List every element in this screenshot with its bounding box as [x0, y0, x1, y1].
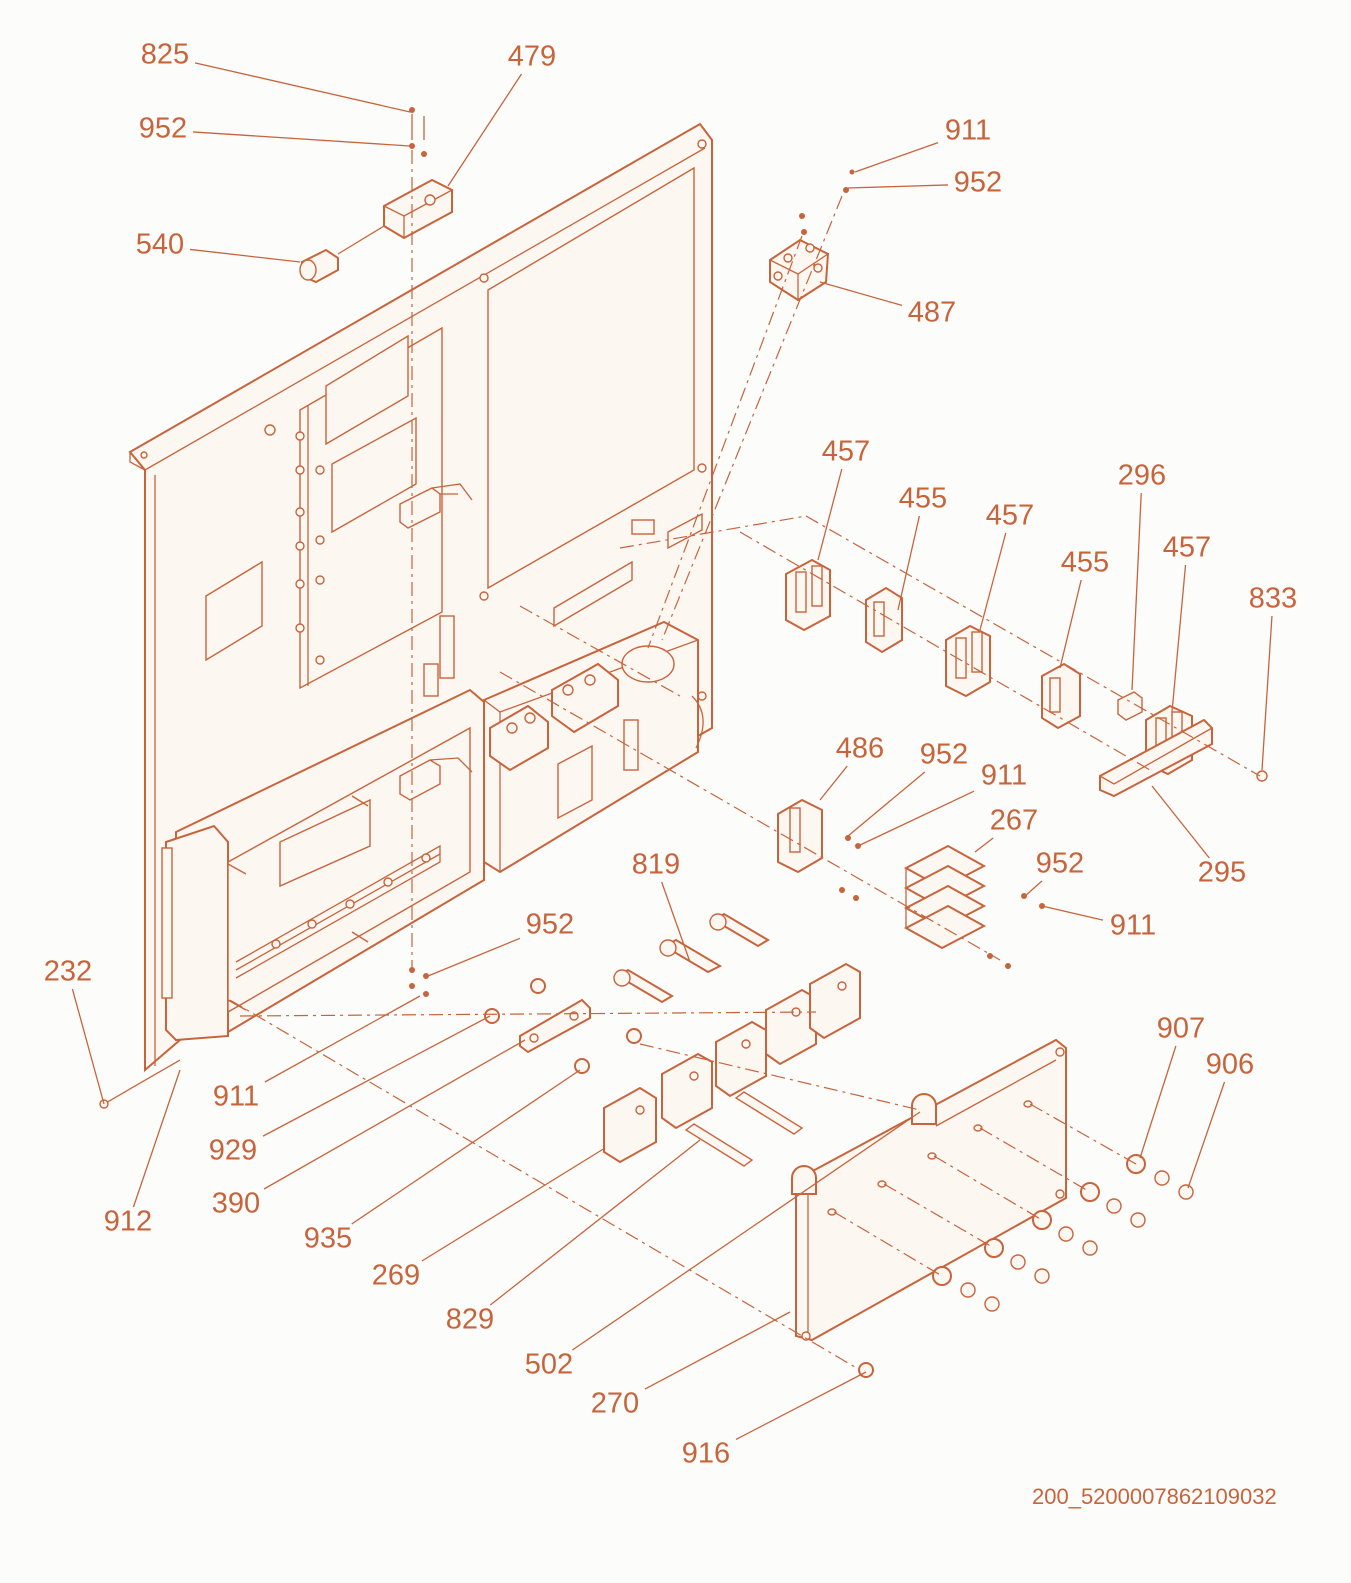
leader-952	[192, 131, 411, 147]
callout-952: 952	[1036, 848, 1084, 880]
callout-455: 455	[899, 483, 947, 515]
leader-952	[847, 184, 949, 189]
leader-825	[194, 62, 411, 113]
assembly-lines	[229, 150, 1261, 1371]
leader-911	[857, 790, 975, 847]
relay-455-a	[865, 586, 903, 654]
callout-911: 911	[213, 1081, 259, 1113]
callout-825: 825	[141, 39, 189, 71]
leader-455	[897, 515, 920, 611]
callout-457: 457	[822, 436, 870, 468]
callout-935: 935	[304, 1223, 352, 1255]
junction-block	[299, 107, 453, 284]
callout-502: 502	[525, 1349, 573, 1381]
callout-906: 906	[1206, 1049, 1254, 1081]
leader-486	[819, 765, 848, 801]
callout-390: 390	[212, 1188, 260, 1220]
end-stop-296	[1117, 691, 1143, 721]
callout-833: 833	[1249, 583, 1297, 615]
leader-833	[1261, 615, 1273, 771]
leader-952	[427, 937, 521, 977]
callout-270: 270	[591, 1388, 639, 1420]
callout-232: 232	[44, 956, 92, 988]
callout-269: 269	[372, 1260, 420, 1292]
socket-enclosure	[483, 620, 704, 874]
spacer-rods-829	[684, 1091, 804, 1167]
front-plate-270	[791, 1038, 1067, 1342]
din-rail-295	[1099, 718, 1213, 798]
leader-296	[1131, 492, 1142, 691]
leader-916	[735, 1371, 867, 1441]
callout-829: 829	[446, 1304, 494, 1336]
leader-479	[447, 73, 523, 187]
bolts-819	[613, 912, 770, 1004]
callout-486: 486	[836, 733, 884, 765]
leader-952	[1024, 880, 1043, 897]
callout-929: 929	[209, 1135, 257, 1167]
callout-455: 455	[1061, 547, 1109, 579]
leader-270	[644, 1311, 791, 1390]
document-id: 200_5200007862109032	[1032, 1484, 1277, 1509]
callout-labels: 825 479 952 911 952 540 487 457 296 455 457 457 455 8…	[44, 39, 1297, 1470]
leader-907	[1139, 1045, 1177, 1159]
leader-912	[132, 1069, 181, 1208]
leader-911	[854, 142, 939, 173]
callout-457: 457	[986, 500, 1034, 532]
callout-296: 296	[1118, 460, 1166, 492]
callout-457: 457	[1163, 532, 1211, 564]
bracket-487	[769, 169, 855, 302]
leader-540	[189, 248, 301, 263]
leader-457	[817, 468, 843, 561]
leader-935	[351, 1069, 581, 1225]
callout-295: 295	[1198, 857, 1246, 889]
ground-fasteners	[99, 967, 429, 1109]
callout-912: 912	[104, 1206, 152, 1238]
leader-911	[1041, 905, 1104, 921]
leader-911	[264, 995, 421, 1083]
leader-457	[979, 532, 1007, 631]
lower-enclosure	[161, 688, 485, 1042]
heatsink-267	[903, 844, 1045, 969]
leader-829	[489, 1139, 701, 1306]
leader-390	[263, 1039, 526, 1190]
hinge-bolts	[295, 431, 325, 665]
callout-911: 911	[981, 760, 1027, 792]
callout-540: 540	[136, 229, 184, 261]
relay-486	[777, 798, 861, 901]
leader-952	[847, 771, 926, 837]
callout-916: 916	[682, 1438, 730, 1470]
callout-952: 952	[954, 167, 1002, 199]
leader-lines	[71, 62, 1273, 1441]
cable-gland	[299, 248, 339, 284]
leader-267	[974, 837, 994, 853]
callout-911: 911	[1110, 910, 1156, 942]
leader-295	[1151, 785, 1210, 859]
relay-457-a	[785, 558, 831, 632]
callout-911: 911	[945, 115, 991, 147]
callout-267: 267	[990, 805, 1038, 837]
leader-232	[71, 988, 105, 1105]
callout-819: 819	[632, 849, 680, 881]
relay-457-b	[945, 624, 991, 698]
leader-269	[421, 1147, 606, 1262]
callout-952: 952	[920, 739, 968, 771]
callout-952: 952	[526, 909, 574, 941]
link-bar-390	[484, 978, 642, 1074]
leader-487	[819, 281, 903, 307]
leader-455	[1059, 579, 1082, 669]
leader-457	[1171, 564, 1187, 713]
callout-952: 952	[139, 113, 187, 145]
callout-907: 907	[1157, 1013, 1205, 1045]
callout-487: 487	[908, 297, 956, 329]
leader-929	[262, 1015, 491, 1137]
leader-502	[572, 1111, 921, 1351]
callout-479: 479	[508, 41, 556, 73]
insulator-blocks	[603, 962, 861, 1164]
leader-819	[661, 881, 691, 963]
leader-906	[1187, 1081, 1226, 1189]
